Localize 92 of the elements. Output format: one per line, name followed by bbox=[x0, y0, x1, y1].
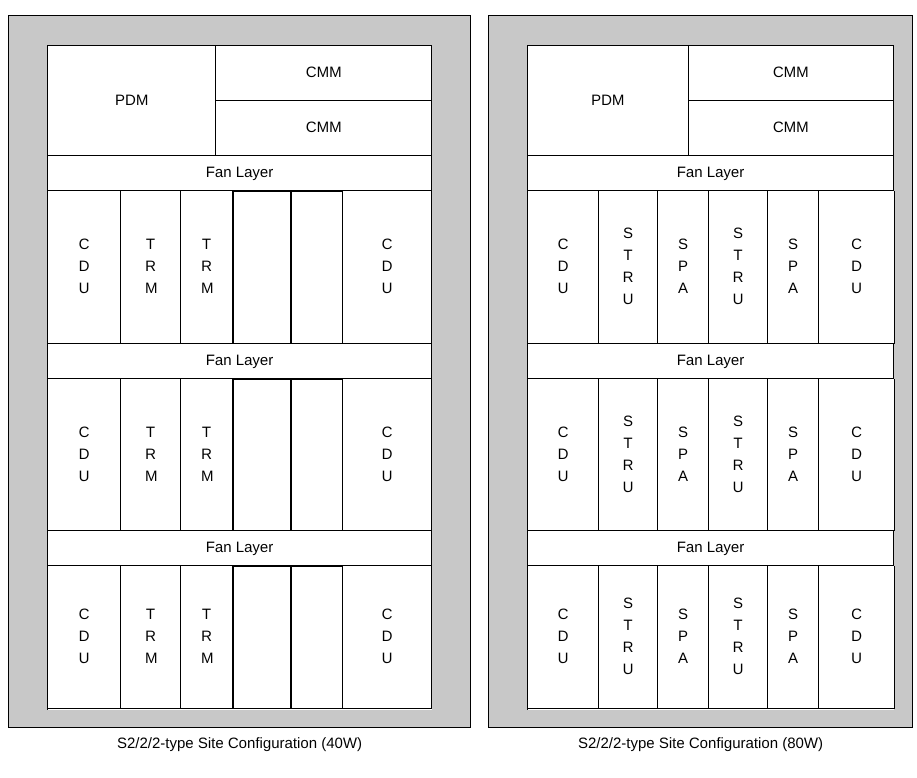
empty-slot bbox=[291, 191, 343, 344]
module-slot bbox=[48, 379, 121, 531]
module-slot bbox=[181, 566, 233, 709]
empty-slot bbox=[291, 566, 343, 709]
module-label: CDU bbox=[78, 605, 90, 669]
module-slot bbox=[768, 566, 819, 709]
module-slot bbox=[343, 566, 432, 709]
rack-label: S2/2/2-type Site Configuration (40W) bbox=[116, 734, 364, 753]
module-slot bbox=[343, 191, 432, 344]
module-slot bbox=[658, 379, 709, 531]
module-label: SPA bbox=[788, 605, 798, 669]
module-label: PDM bbox=[115, 90, 148, 110]
module-label: CDU bbox=[558, 422, 568, 486]
module-slot bbox=[528, 191, 599, 344]
module-slot bbox=[819, 566, 895, 709]
module-slot bbox=[599, 379, 658, 531]
module-label: TRM bbox=[201, 235, 212, 299]
module-label: STRU bbox=[732, 224, 744, 310]
module-slot bbox=[181, 191, 233, 344]
module-slot bbox=[709, 566, 768, 709]
module-slot bbox=[658, 191, 709, 344]
module-slot bbox=[768, 191, 819, 344]
module-slot bbox=[121, 379, 181, 531]
module-slot bbox=[768, 379, 819, 531]
module-slot bbox=[48, 531, 432, 566]
module-slot bbox=[528, 46, 689, 156]
module-label: Fan Layer bbox=[676, 538, 744, 558]
module-slot bbox=[528, 566, 599, 709]
module-label: SPA bbox=[678, 605, 688, 669]
module-slot bbox=[343, 379, 432, 531]
module-label: Fan Layer bbox=[206, 538, 274, 558]
module-slot bbox=[709, 379, 768, 531]
module-label: TRM bbox=[201, 422, 212, 486]
module-label: TRM bbox=[201, 605, 212, 669]
empty-slot bbox=[233, 191, 291, 344]
module-label: CDU bbox=[851, 235, 862, 299]
module-slot bbox=[599, 191, 658, 344]
module-label: TRM bbox=[145, 235, 156, 299]
empty-slot bbox=[233, 566, 291, 709]
module-label: CMM bbox=[306, 118, 342, 138]
module-slot bbox=[528, 379, 599, 531]
module-slot bbox=[216, 46, 432, 101]
module-label: CDU bbox=[78, 235, 90, 299]
module-label: CDU bbox=[382, 235, 392, 299]
module-slot bbox=[528, 344, 894, 379]
module-label: CMM bbox=[772, 118, 809, 138]
module-label: SPA bbox=[788, 422, 798, 486]
module-slot bbox=[528, 156, 894, 191]
module-label: Fan Layer bbox=[676, 351, 744, 371]
module-slot bbox=[48, 156, 432, 191]
module-slot bbox=[688, 101, 894, 156]
module-label: CMM bbox=[306, 63, 342, 83]
module-label: STRU bbox=[732, 594, 744, 680]
module-slot bbox=[181, 379, 233, 531]
module-label: CDU bbox=[851, 605, 862, 669]
module-slot bbox=[688, 46, 894, 101]
empty-slot bbox=[291, 379, 343, 531]
module-label: CDU bbox=[382, 605, 392, 669]
module-label: SPA bbox=[678, 422, 688, 486]
module-label: Fan Layer bbox=[206, 163, 274, 183]
module-slot bbox=[709, 191, 768, 344]
module-slot bbox=[658, 566, 709, 709]
module-slot bbox=[216, 101, 432, 156]
module-label: CDU bbox=[558, 605, 568, 669]
module-label: STRU bbox=[622, 594, 634, 680]
module-label: CMM bbox=[772, 63, 809, 83]
rack-label: S2/2/2-type Site Configuration (80W) bbox=[576, 734, 824, 753]
module-label: CDU bbox=[382, 422, 392, 486]
module-slot bbox=[121, 566, 181, 709]
module-label: STRU bbox=[732, 412, 744, 498]
empty-slot bbox=[233, 379, 291, 531]
module-slot bbox=[48, 566, 121, 709]
module-label: SPA bbox=[678, 235, 688, 299]
module-slot bbox=[819, 191, 895, 344]
module-label: SPA bbox=[788, 235, 798, 299]
module-slot bbox=[599, 566, 658, 709]
module-label: STRU bbox=[622, 224, 634, 310]
module-label: TRM bbox=[145, 605, 156, 669]
module-slot bbox=[48, 46, 216, 156]
module-label: CDU bbox=[851, 422, 862, 486]
module-label: PDM bbox=[591, 90, 624, 110]
module-slot bbox=[528, 531, 894, 566]
module-label: TRM bbox=[145, 422, 156, 486]
module-slot bbox=[48, 344, 432, 379]
module-label: CDU bbox=[558, 235, 568, 299]
module-label: CDU bbox=[78, 422, 90, 486]
module-label: Fan Layer bbox=[676, 163, 744, 183]
module-slot bbox=[121, 191, 181, 344]
module-slot bbox=[48, 191, 121, 344]
module-label: Fan Layer bbox=[206, 351, 274, 371]
module-label: STRU bbox=[622, 412, 634, 498]
module-slot bbox=[819, 379, 895, 531]
